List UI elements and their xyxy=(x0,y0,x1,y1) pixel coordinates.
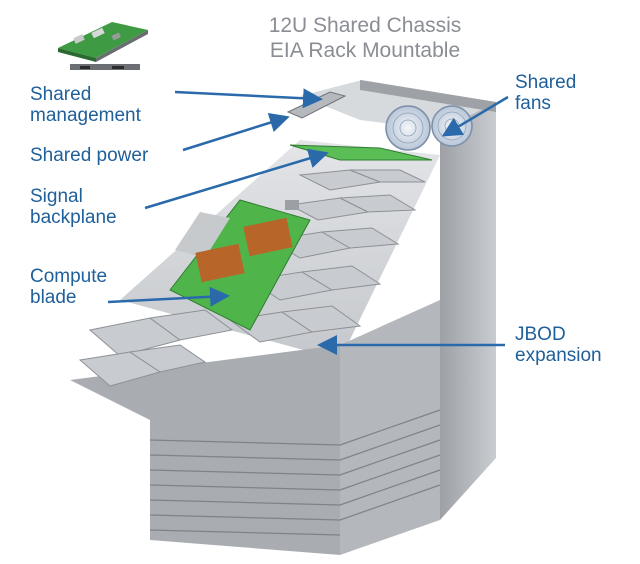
chassis-body xyxy=(70,80,496,555)
label-compute-blade: Compute blade xyxy=(30,266,108,308)
label-shared-power: Shared power xyxy=(30,145,149,166)
arrow-compute-blade xyxy=(107,286,230,307)
arrow-shared-fans xyxy=(441,95,509,137)
title-line-2: EIA Rack Mountable xyxy=(269,39,461,62)
arrow-signal-backplane xyxy=(144,148,329,210)
label-jbod-expansion: JBOD expansion xyxy=(515,324,602,366)
blade-thumbnail xyxy=(58,22,148,70)
arrow-shared-power xyxy=(182,112,290,152)
label-shared-fans: Shared fans xyxy=(515,72,577,114)
title-line-1: 12U Shared Chassis xyxy=(268,14,462,37)
arrow-shared-management xyxy=(174,88,323,109)
label-signal-backplane: Signal backplane xyxy=(30,186,117,228)
label-shared-management: Shared management xyxy=(30,84,141,126)
